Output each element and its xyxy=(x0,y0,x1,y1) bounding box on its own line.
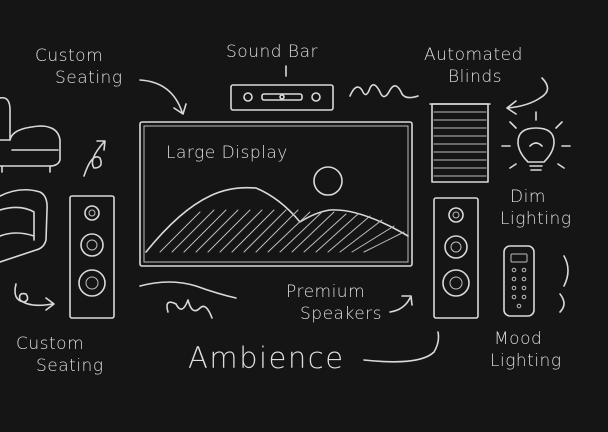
right-speaker-icon xyxy=(433,197,479,319)
left-speaker-icon xyxy=(69,195,115,319)
dim-lighting-label: Dim Lighting xyxy=(500,187,572,229)
squiggle-icon xyxy=(349,84,419,99)
arrow-to-blinds-icon xyxy=(506,77,549,115)
mood-lighting-label: Mood Lighting xyxy=(490,329,562,371)
blinds-icon xyxy=(429,103,491,183)
premium-speakers-label: Premium Speakers xyxy=(286,282,383,324)
remote-control-icon xyxy=(503,245,535,317)
arrow-to-speaker-icon xyxy=(389,295,413,313)
automated-blinds-label: Automated Blinds xyxy=(424,45,523,87)
ambience-title: Ambience xyxy=(188,341,345,375)
sound-bar-icon xyxy=(230,65,334,111)
ambience-connector-icon xyxy=(363,331,440,363)
sound-bar-label: Sound Bar xyxy=(226,42,318,62)
custom-seating-top-label: Custom Seating xyxy=(35,46,123,88)
spiral-arrow-icon xyxy=(14,283,55,311)
custom-seating-bottom-label: Custom Seating xyxy=(16,334,104,376)
light-bulb-icon xyxy=(501,111,571,171)
curl-icon xyxy=(139,281,237,319)
armchair-top-icon xyxy=(0,96,61,173)
arrow-to-display-icon xyxy=(139,79,187,115)
large-display-icon xyxy=(139,121,413,267)
signal-bracket-icon xyxy=(559,255,569,313)
curly-arrow-icon xyxy=(83,140,106,177)
large-display-label: Large Display xyxy=(166,143,288,163)
armchair-bottom-icon xyxy=(0,188,48,263)
